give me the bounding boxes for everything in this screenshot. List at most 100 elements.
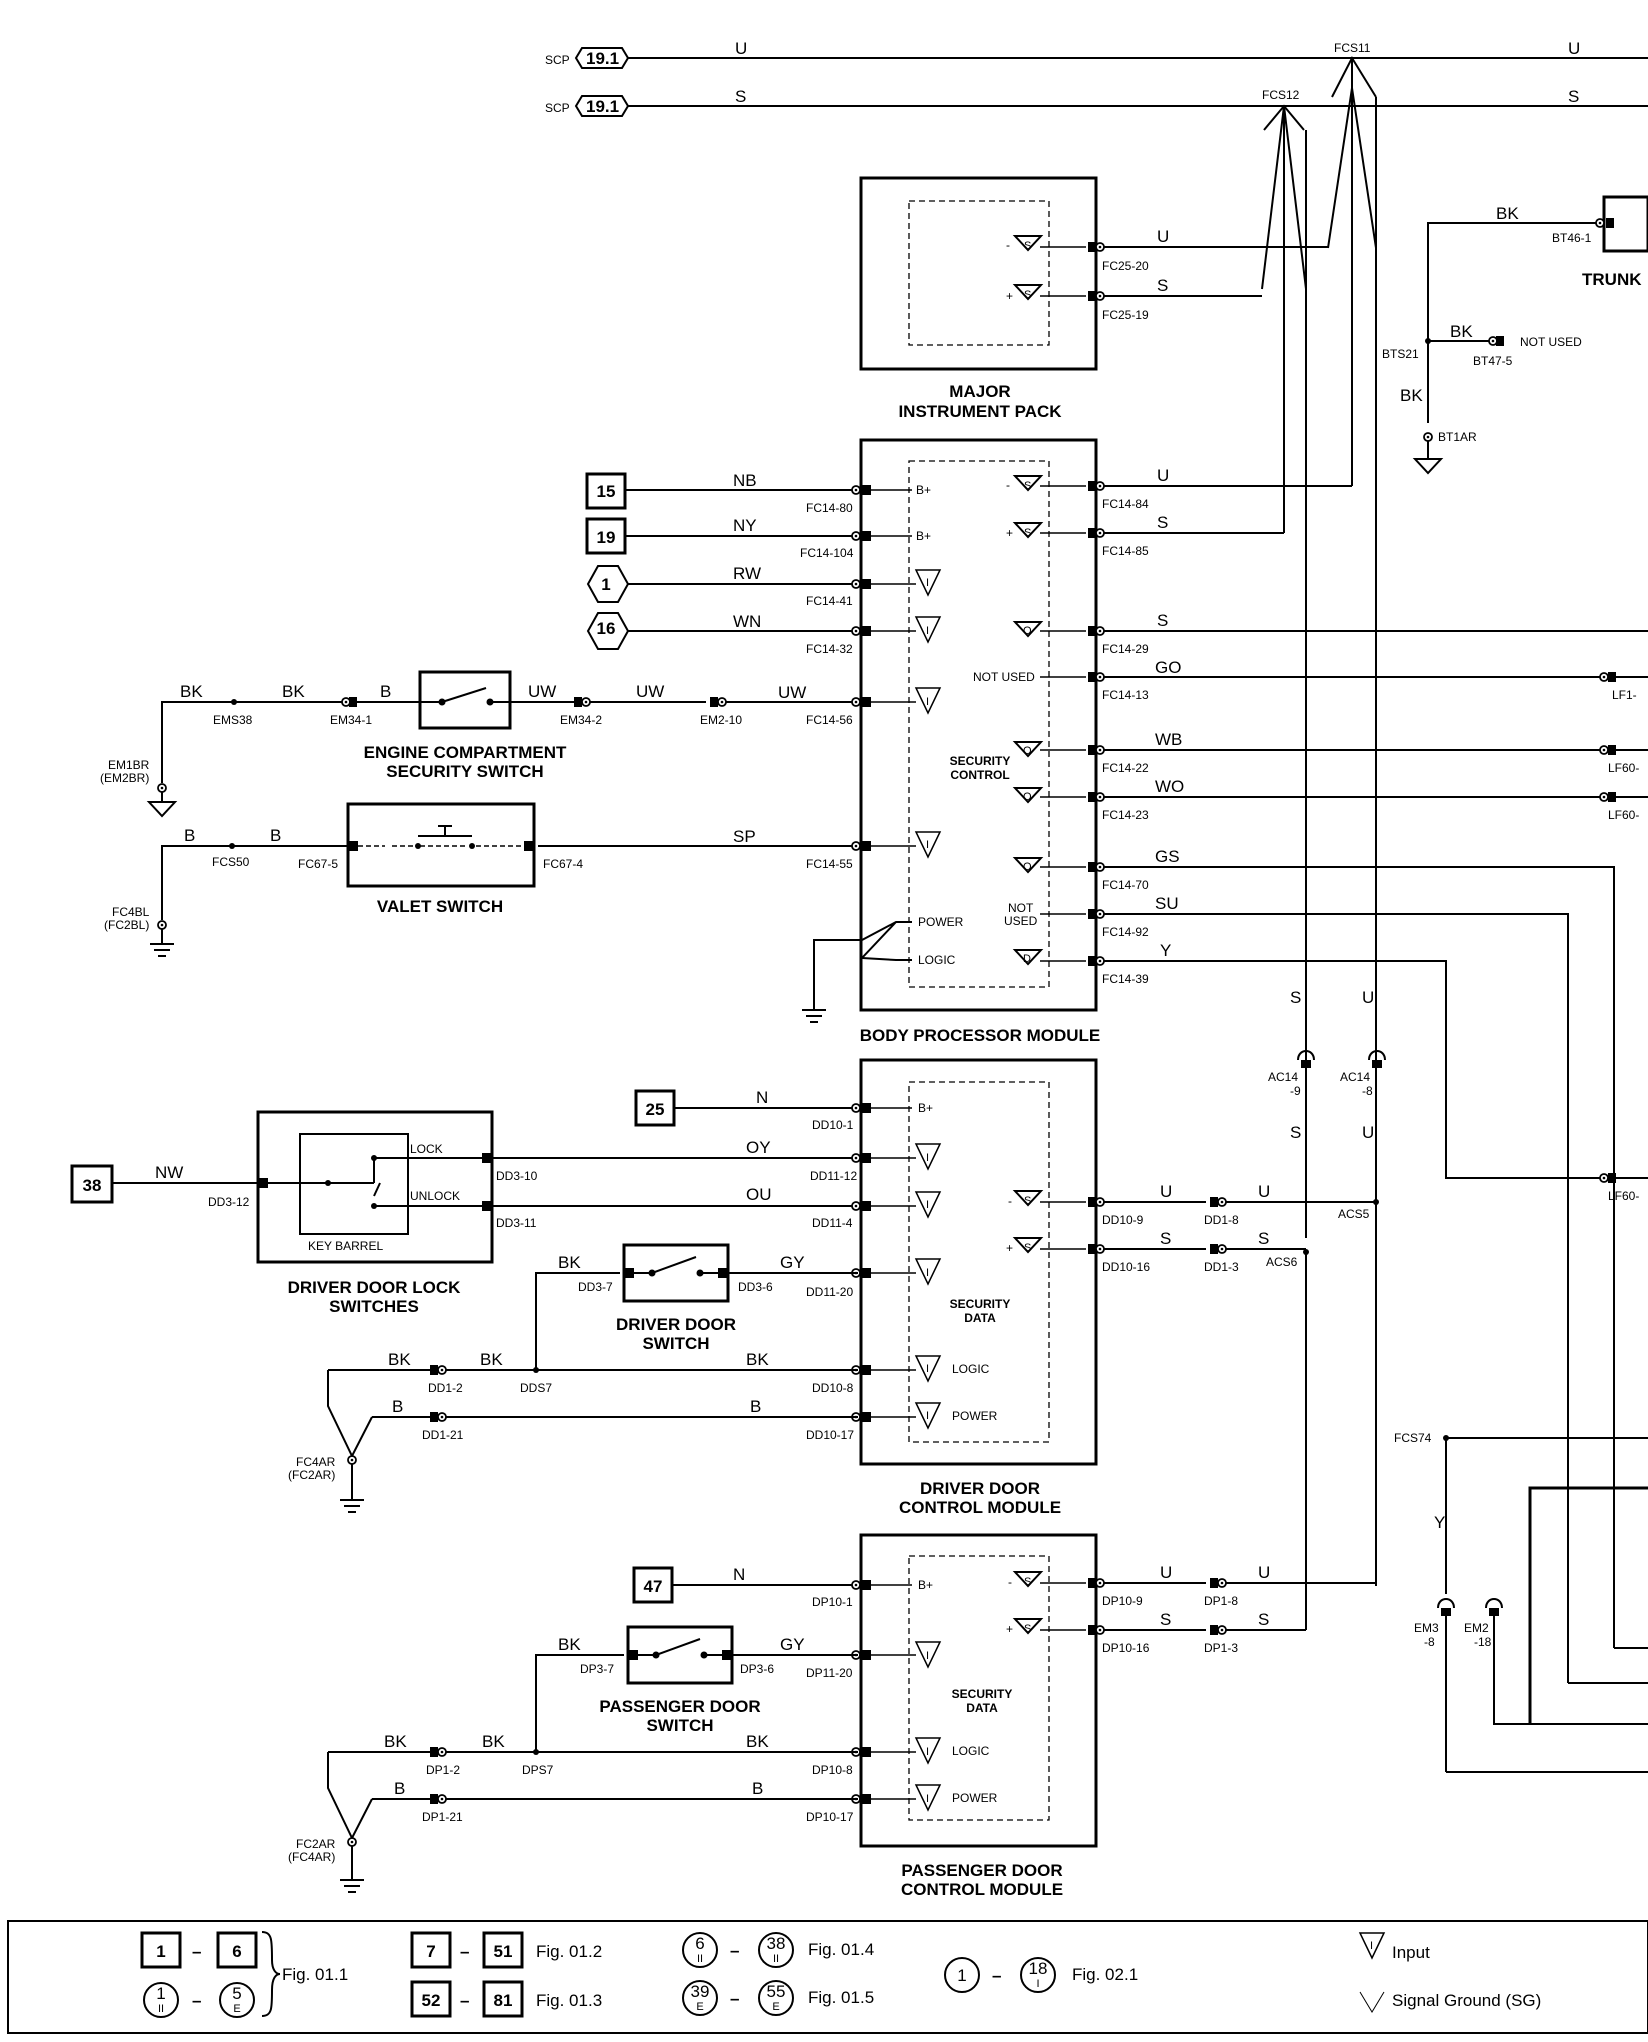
component-title: PASSENGER DOOR	[901, 1861, 1062, 1880]
svg-text:52: 52	[422, 1991, 441, 2010]
pin-label: B+	[916, 483, 931, 497]
svg-text:S: S	[1024, 1242, 1031, 1254]
svg-text:+: +	[1006, 1241, 1013, 1255]
splice-label: FCS11	[1334, 41, 1371, 55]
svg-text:–: –	[992, 1966, 1001, 1985]
svg-text:S: S	[1024, 480, 1031, 492]
legend-ref-box[interactable]	[410, 1931, 452, 1969]
legend-ref-circle[interactable]	[758, 1932, 794, 1968]
legend-ref-circle[interactable]	[682, 1980, 718, 2016]
legend-ref-circle[interactable]	[682, 1932, 718, 1968]
pin-label: DP10-8	[812, 1763, 853, 1777]
svg-text:-: -	[1008, 1575, 1012, 1589]
wire-label: SP	[733, 827, 756, 846]
pin-label: LF60-	[1608, 761, 1639, 775]
legend: 1 – 6 1II – 5E Fig. 01.1 7 – 51 Fig. 01.…	[7, 1920, 1648, 2034]
wire-label: S	[1160, 1610, 1171, 1629]
pin-label: -8	[1362, 1084, 1373, 1098]
pin-label: B+	[916, 529, 931, 543]
ref-circle-16[interactable]	[586, 612, 630, 650]
legend-ref-box[interactable]	[482, 1931, 524, 1969]
driver-door-lock-switches[interactable]: 38 NW DD3-12 LOCK UNLOCK KEY BARREL DD3-…	[70, 1110, 858, 1316]
svg-text:S: S	[1024, 289, 1031, 301]
legend-ref-circle[interactable]	[1020, 1957, 1056, 1993]
driver-door-switch[interactable]: BK GY DD3-7 DD3-6 DD11-20 DRIVER DOOR SW…	[288, 1243, 858, 1513]
legend-ref-circle[interactable]	[758, 1980, 794, 2016]
body-processor-module[interactable]: BODY PROCESSOR MODULE	[859, 438, 1101, 1045]
pin-label: LF1-	[1612, 688, 1637, 702]
driver-door-control-module[interactable]: 25 N DD10-1 B+ I I I I I LOGIC POWER SEC…	[634, 1058, 1376, 1517]
pin-label: FC14-13	[1102, 688, 1149, 702]
legend-fig: Fig. 01.4	[808, 1940, 874, 1959]
legend-ref-box[interactable]	[482, 1980, 524, 2018]
svg-text:1: 1	[601, 575, 610, 594]
wire-label: BK	[746, 1732, 769, 1751]
svg-text:I: I	[926, 577, 929, 589]
legend-ref-box[interactable]	[410, 1980, 452, 2018]
scp-ref[interactable]: 19.1	[586, 97, 619, 116]
svg-text:19: 19	[597, 528, 616, 547]
module-function-label: DATA	[966, 1701, 998, 1715]
ref-circle-1[interactable]	[586, 565, 630, 603]
module-function-label: DATA	[964, 1311, 996, 1325]
pin-label: FC67-4	[543, 857, 583, 871]
legend-ref-box[interactable]	[216, 1931, 258, 1969]
pin-label: DD1-21	[422, 1428, 464, 1442]
svg-text:–: –	[192, 1942, 201, 1961]
pin-label: DD3-6	[738, 1280, 773, 1294]
svg-text:I: I	[926, 1267, 929, 1279]
svg-text:+: +	[1006, 526, 1013, 540]
component-title: BODY PROCESSOR MODULE	[860, 1026, 1101, 1045]
svg-text:16: 16	[597, 619, 616, 638]
svg-text:II: II	[158, 2003, 164, 2015]
pin-label: DD11-20	[806, 1285, 853, 1299]
valet-switch[interactable]: B B FCS50 FC67-5 FC67-4 VALET SWITCH FC4…	[104, 802, 583, 957]
bus-vertical-labels: S U AC14 -9 AC14 -8 S U ACS5 ACS6	[1266, 988, 1386, 1630]
svg-text:38: 38	[83, 1176, 102, 1195]
wire-label: S	[1160, 1229, 1171, 1248]
pin-label: DD3-12	[208, 1195, 250, 1209]
wire-label: S	[1157, 513, 1168, 532]
wire-label: B	[394, 1779, 405, 1798]
svg-text:81: 81	[494, 1991, 513, 2010]
pin-label: EM2	[1464, 1621, 1489, 1635]
module-function-label: SECURITY	[950, 754, 1011, 768]
wire-label: B	[750, 1397, 761, 1416]
wire-label: Y	[1160, 941, 1171, 960]
svg-text:I: I	[926, 1793, 929, 1805]
component-title: CONTROL MODULE	[901, 1880, 1063, 1899]
legend-fig: Fig. 02.1	[1072, 1965, 1138, 1984]
legend-ref-circle[interactable]	[143, 1982, 179, 2018]
pin-label: FC14-92	[1102, 925, 1149, 939]
svg-text:E: E	[696, 2001, 703, 2013]
svg-text:I: I	[926, 1152, 929, 1164]
bpm-outputs: S- S+ O NOT USED O O O NOT USED D FC14-8…	[973, 88, 1648, 1684]
legend-ref-box[interactable]	[140, 1931, 182, 1969]
major-instrument-pack[interactable]: S- S+ FC25-20 FC25-19 U S MAJOR INSTRUME…	[859, 176, 1328, 421]
passenger-door-control-module[interactable]: 47 N DP10-1 B+ I I I LOGIC POWER SECURIT…	[632, 1533, 1377, 1899]
scp-ref[interactable]: 19.1	[586, 49, 619, 68]
wire-label: BK	[1450, 322, 1473, 341]
legend-fig: Fig. 01.3	[536, 1991, 602, 2010]
wire-label: GO	[1155, 658, 1181, 677]
wire-label: S	[735, 87, 746, 106]
wire-label: B	[380, 682, 391, 701]
legend-ref-circle[interactable]	[944, 1957, 980, 1993]
svg-text:S: S	[1024, 240, 1031, 252]
pin-label: LF60-	[1608, 1189, 1639, 1203]
pin-label: LOGIC	[952, 1744, 990, 1758]
svg-text:-: -	[1008, 1194, 1012, 1208]
wire-label: S	[1157, 276, 1168, 295]
legend-ref-circle[interactable]	[219, 1982, 255, 2018]
svg-text:+: +	[1006, 289, 1013, 303]
splice-label: BTS21	[1382, 347, 1419, 361]
svg-text:-: -	[1006, 478, 1010, 492]
pin-label: B+	[918, 1578, 933, 1592]
scp-tag: SCP	[545, 53, 570, 67]
svg-text:15: 15	[597, 482, 616, 501]
pin-label: KEY BARREL	[308, 1239, 383, 1253]
passenger-door-switch[interactable]: BK GY DP3-7 DP3-6 DP11-20 PASSENGER DOOR…	[288, 1625, 858, 1893]
engine-compartment-security-switch[interactable]: BK BK EMS38 EM34-1 B UW EM34-2 UW EM2-10…	[100, 670, 742, 817]
pin-label: DD3-11	[496, 1216, 537, 1230]
pin-label: FC25-19	[1102, 308, 1149, 322]
